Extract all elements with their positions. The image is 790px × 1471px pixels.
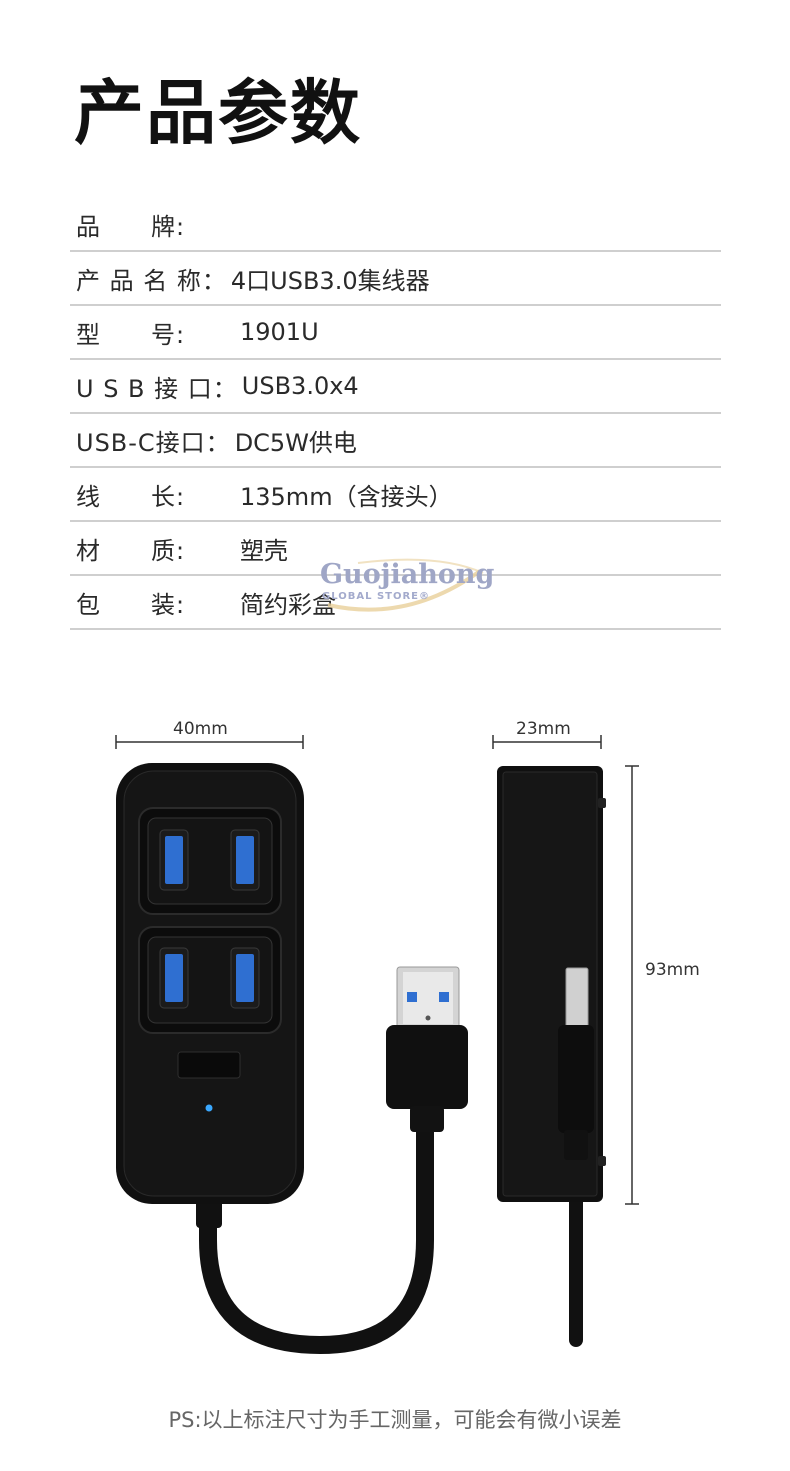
spec-value: DC5W供电 [234,428,357,457]
spec-label: 包 装: [76,590,186,619]
width-dimension-line [115,735,304,749]
spec-row-packaging: 包 装: 简约彩盒 [70,576,721,630]
spec-row-usb-port: U S B 接 口： USB3.0x4 [70,360,721,414]
spec-value: 塑壳 [240,536,288,565]
spec-label: 线 长: [76,482,186,511]
spec-label: 产 品 名 称： [76,266,227,295]
spec-value: 简约彩盒 [240,590,336,619]
spec-row-model: 型 号: 1901U [70,306,721,360]
hub-cable [199,1111,434,1355]
spec-row-usbc-port: USB-C接口： DC5W供电 [70,414,721,468]
spec-label: 材 质: [76,536,186,565]
store-watermark: Guojiahong GLOBAL STORE® [318,553,494,623]
spec-value: 135mm（含接头） [240,482,453,511]
spec-row-brand: 品 牌: [70,198,721,252]
hub-front-view [116,763,434,1355]
spec-label: U S B 接 口： [76,374,238,403]
spec-label: 品 牌: [76,212,186,241]
hub-side-view [497,766,606,1347]
spec-value: 4口USB3.0集线器 [230,266,430,295]
spec-table: 品 牌: 产 品 名 称： 4口USB3.0集线器 型 号: 1901U U S… [70,198,721,630]
watermark-swoosh-icon [327,558,484,612]
watermark-sub: GLOBAL STORE® [322,591,430,602]
page-title: 产品参数 [74,72,362,154]
depth-label: 23mm [516,719,571,739]
spec-value: USB3.0x4 [241,372,359,400]
spec-value: 1901U [240,318,319,346]
usb-a-plug [386,966,468,1132]
spec-row-cable-length: 线 长: 135mm（含接头） [70,468,721,522]
spec-label: 型 号: [76,320,186,349]
usb-c-port-icon [177,1051,241,1079]
watermark-brand: Guojiahong [320,559,495,590]
led-indicator-icon [205,1104,213,1112]
measurement-note: PS:以上标注尺寸为手工测量，可能会有微小误差 [168,1408,622,1432]
depth-dimension-line [492,735,602,749]
width-label: 40mm [173,719,228,739]
height-label: 93mm [645,960,700,980]
spec-row-product-name: 产 品 名 称： 4口USB3.0集线器 [70,252,721,306]
spec-label: USB-C接口： [76,428,231,457]
spec-row-material: 材 质: 塑壳 [70,522,721,576]
height-dimension-line [625,765,639,1205]
